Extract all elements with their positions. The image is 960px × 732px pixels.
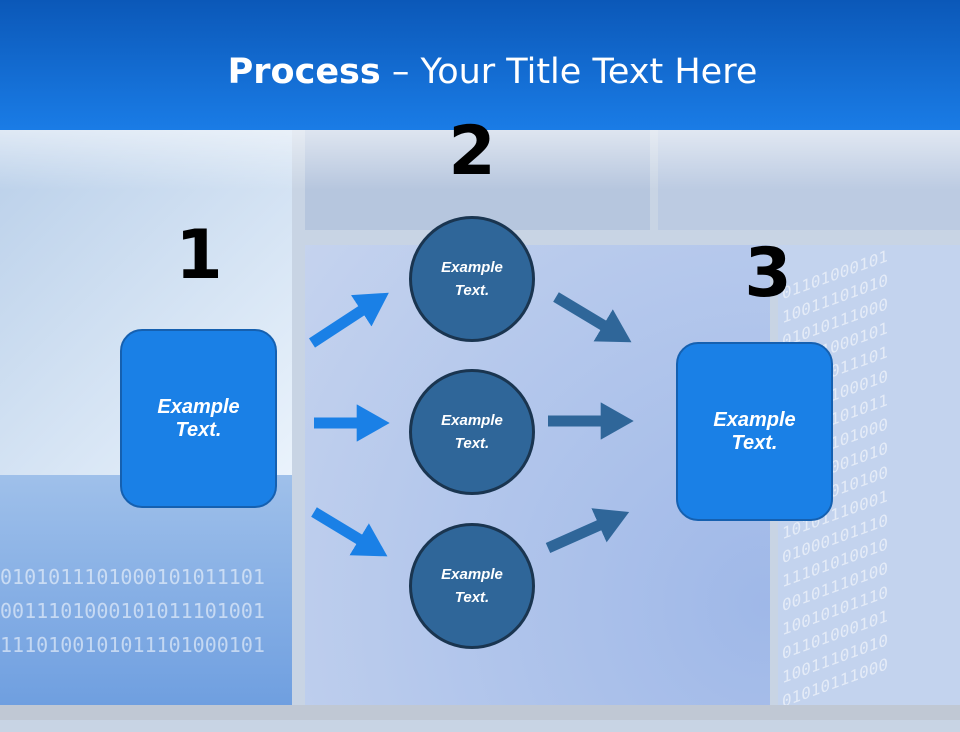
circle-text-line2: Text. bbox=[454, 435, 490, 452]
slide-title: Process – Your Title Text Here bbox=[0, 52, 960, 92]
step-1-box: Example Text. bbox=[120, 329, 277, 508]
header-fade bbox=[0, 130, 960, 190]
step-1-text-line2: Text. bbox=[175, 418, 222, 441]
step-number-1: 1 bbox=[175, 216, 223, 295]
title-bold: Process bbox=[227, 52, 381, 92]
step-number-3: 3 bbox=[744, 234, 792, 313]
circle-text-line1: Example bbox=[441, 566, 503, 583]
step-2-circle-top: Example Text. bbox=[409, 216, 535, 342]
step-number-2: 2 bbox=[448, 112, 496, 191]
circle-text-line1: Example bbox=[441, 259, 503, 276]
step-2-circle-middle: Example Text. bbox=[409, 369, 535, 495]
step-3-text-line2: Text. bbox=[731, 431, 778, 454]
arrow-top-to-3 bbox=[553, 292, 632, 343]
circle-text-line2: Text. bbox=[454, 282, 490, 299]
arrow-bottom-to-3 bbox=[545, 508, 630, 554]
step-2-circle-bottom: Example Text. bbox=[409, 523, 535, 649]
background-panel-left-bottom bbox=[0, 475, 292, 705]
arrow-1-to-bottom bbox=[311, 507, 388, 557]
circle-text-line2: Text. bbox=[454, 589, 490, 606]
step-1-text-line1: Example bbox=[157, 395, 240, 418]
title-bar bbox=[0, 0, 960, 130]
background-bottom-strip bbox=[0, 705, 960, 720]
step-3-box: Example Text. bbox=[676, 342, 833, 521]
circle-text-line1: Example bbox=[441, 412, 503, 429]
arrow-1-to-top bbox=[308, 292, 389, 348]
title-rest: – Your Title Text Here bbox=[380, 52, 758, 92]
step-3-text-line1: Example bbox=[713, 408, 796, 431]
